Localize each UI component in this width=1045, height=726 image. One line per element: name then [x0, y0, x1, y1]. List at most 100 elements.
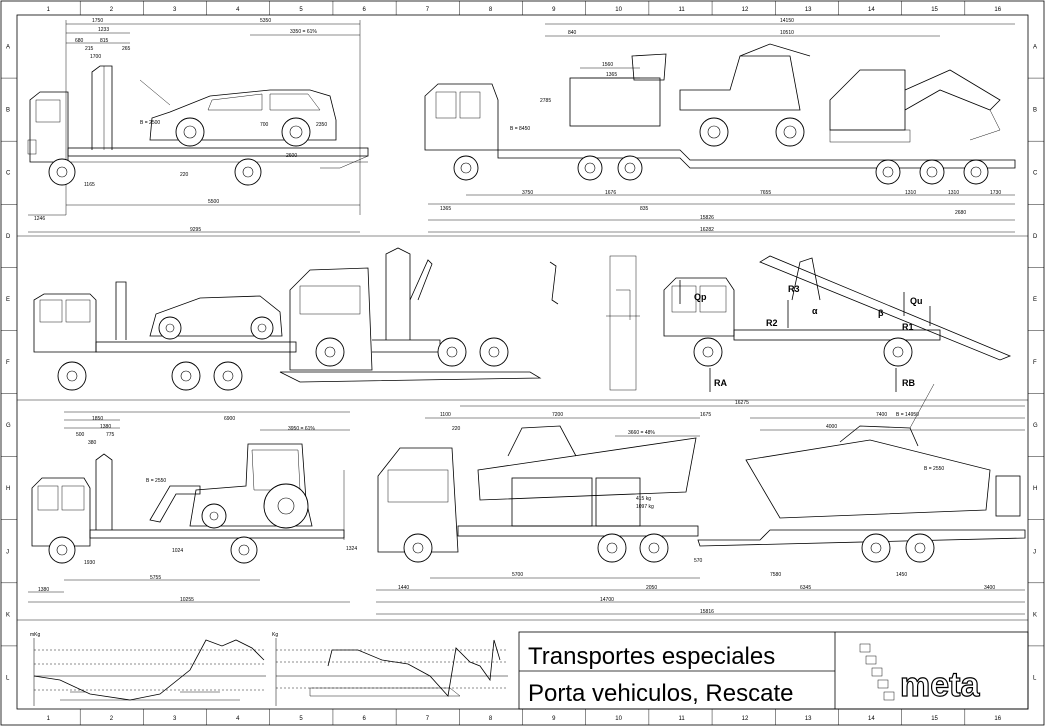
- dim-1233: 1233: [98, 27, 109, 33]
- dim-840: 840: [568, 30, 577, 36]
- grid-col-label-top: 14: [868, 7, 875, 13]
- dim-14700: 14700: [600, 597, 614, 603]
- dim-1365b: 1365: [440, 206, 451, 212]
- grid-col-label-bottom: 3: [173, 716, 177, 722]
- dim-1675: 1675: [700, 412, 711, 418]
- grid-row-label-left: K: [6, 612, 10, 618]
- dim-2680: 2680: [955, 210, 966, 216]
- dim-4000: 4000: [826, 424, 837, 430]
- grid-row-label-left: L: [6, 675, 10, 681]
- grid-col-label-top: 3: [173, 7, 177, 13]
- grid-row-label-right: D: [1033, 234, 1038, 240]
- grid-col-label-top: 7: [426, 7, 430, 13]
- grid-row-label-right: L: [1033, 675, 1037, 681]
- dim-1310b: 1310: [948, 190, 959, 196]
- chart1-ylabel: mKg: [30, 632, 41, 638]
- chart2-ylabel: Kg: [272, 632, 278, 638]
- grid-col-label-top: 15: [931, 7, 938, 13]
- dim-16282: 16282: [700, 227, 714, 233]
- dim-16275: 16275: [735, 400, 749, 406]
- dim-2785: 2785: [540, 98, 551, 104]
- force-ra: RA: [714, 378, 727, 388]
- dim-1700: 1700: [90, 54, 101, 60]
- weight-label: B = 2550: [924, 466, 944, 472]
- grid-row-label-right: B: [1033, 108, 1037, 114]
- dim-1676: 1676: [605, 190, 616, 196]
- dim-265: 265: [122, 46, 131, 52]
- grid-row-label-left: D: [6, 234, 11, 240]
- dim-1100: 1100: [440, 412, 451, 418]
- dim-835: 835: [640, 206, 649, 212]
- grid-row-label-left: J: [6, 549, 9, 555]
- grid-row-label-right: H: [1033, 486, 1037, 492]
- dim-3750: 3750: [522, 190, 533, 196]
- dim-7655: 7655: [760, 190, 771, 196]
- force-r1: R1: [902, 322, 914, 332]
- inner-frame: [16, 14, 1029, 710]
- grid-row-label-right: E: [1033, 297, 1037, 303]
- grid-col-label-bottom: 12: [742, 716, 749, 722]
- dim-5755: 5755: [150, 575, 161, 581]
- grid-col-label-top: 1: [47, 7, 51, 13]
- dim-1324: 1324: [346, 546, 357, 552]
- weight-label: B = 2550: [146, 478, 166, 484]
- grid-col-label-bottom: 16: [994, 716, 1001, 722]
- grid-row-label-left: H: [6, 486, 10, 492]
- grid-col-label-top: 12: [742, 7, 749, 13]
- dim-10510: 10510: [780, 30, 794, 36]
- car-carrier-view: 1750 5350 1233 680 815 215 1700 265 3350…: [27, 18, 369, 233]
- dim-3400: 3400: [984, 585, 995, 591]
- force-r3: R3: [788, 284, 800, 294]
- grid-col-label-bottom: 2: [110, 716, 114, 722]
- grid-row-label-right: J: [1033, 549, 1036, 555]
- grid-col-label-bottom: 13: [805, 716, 812, 722]
- load-1097: 1097 kg: [636, 504, 654, 510]
- grid-col-label-top: 4: [236, 7, 240, 13]
- force-rb: RB: [902, 378, 915, 388]
- dim-6345: 6345: [800, 585, 811, 591]
- grid-row-label-right: G: [1033, 423, 1038, 429]
- grid-col-label-bottom: 11: [678, 716, 685, 722]
- dim-1930: 1930: [84, 560, 95, 566]
- meta-logo: meta: [859, 643, 981, 705]
- grid-col-label-bottom: 5: [299, 716, 303, 722]
- dim-3350: 3350 = 61%: [290, 29, 317, 35]
- dim-220: 220: [180, 172, 189, 178]
- dim-1165: 1165: [84, 182, 95, 188]
- grid-col-label-bottom: 4: [236, 716, 240, 722]
- grid-row-label-left: E: [6, 297, 10, 303]
- angle-beta: β: [878, 308, 884, 318]
- dim-1380: 1380: [100, 424, 111, 430]
- dim-6900: 6900: [224, 416, 235, 422]
- title-block: Transportes especiales Porta vehiculos, …: [518, 631, 1029, 710]
- grid-col-label-bottom: 8: [489, 716, 493, 722]
- title-line1: Transportes especiales: [528, 643, 775, 670]
- angle-alpha: α: [812, 306, 818, 316]
- dim-570: 570: [694, 558, 703, 564]
- grid-row-label-right: K: [1033, 612, 1037, 618]
- dim-1310a: 1310: [905, 190, 916, 196]
- weight-label: B = 2500: [140, 120, 160, 126]
- tractor-carrier-view: 1850 1380 500 380 775 6900 3950 = 61% B …: [28, 411, 357, 603]
- grid-row-label-left: G: [6, 423, 11, 429]
- grid-col-label-top: 5: [299, 7, 303, 13]
- grid-col-label-top: 6: [363, 7, 367, 13]
- dim-1730: 1730: [990, 190, 1001, 196]
- semi-carrier-view: [33, 247, 640, 391]
- boat-transport-view: 16275 1100 7200 1675 7400 4000 B = 14950…: [376, 383, 1026, 615]
- dim-815: 815: [100, 38, 109, 44]
- dim-1440: 1440: [398, 585, 409, 591]
- dim-1365: 1365: [606, 72, 617, 78]
- dim-775: 775: [106, 432, 115, 438]
- grid-row-label-right: F: [1033, 360, 1037, 366]
- grid-col-label-top: 10: [615, 7, 622, 13]
- dim-1560: 1560: [602, 62, 613, 68]
- grid-col-label-bottom: 6: [363, 716, 367, 722]
- grid-row-label-right: A: [1033, 45, 1037, 51]
- force-r2: R2: [766, 318, 778, 328]
- dim-15826: 15826: [700, 215, 714, 221]
- grid-col-label-bottom: 9: [552, 716, 556, 722]
